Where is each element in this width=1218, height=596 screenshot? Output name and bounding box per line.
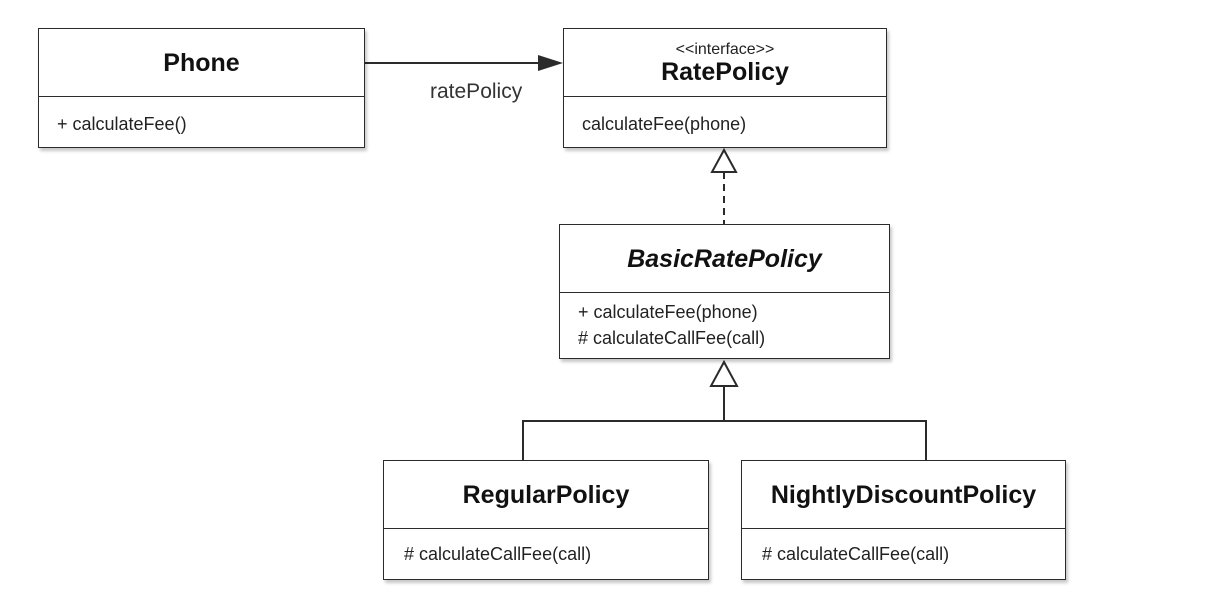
class-header: Phone xyxy=(39,29,364,97)
class-name: Phone xyxy=(163,48,240,77)
class-header: NightlyDiscountPolicy xyxy=(742,461,1065,529)
class-box-rate-policy: <<interface>> RatePolicy calculateFee(ph… xyxy=(563,28,887,148)
class-header: <<interface>> RatePolicy xyxy=(564,29,886,97)
realization-triangle-icon xyxy=(710,147,738,173)
class-name: BasicRatePolicy xyxy=(627,244,822,273)
class-name: RegularPolicy xyxy=(462,480,630,509)
generalization-triangle-icon xyxy=(709,359,739,387)
stereotype-label: <<interface>> xyxy=(675,40,775,58)
class-operations: calculateFee(phone) xyxy=(564,97,886,137)
operation: # calculateCallFee(call) xyxy=(762,544,950,564)
operation: calculateFee(phone) xyxy=(582,114,747,134)
class-name: NightlyDiscountPolicy xyxy=(770,480,1037,509)
association-arrowhead-icon xyxy=(538,55,563,71)
class-operations: # calculateCallFee(call) xyxy=(742,529,1065,567)
class-header: RegularPolicy xyxy=(384,461,708,529)
class-box-basic-rate-policy: BasicRatePolicy + calculateFee(phone) # … xyxy=(559,224,890,359)
class-operations: # calculateCallFee(call) xyxy=(384,529,708,567)
class-operations: + calculateFee(phone) # calculateCallFee… xyxy=(560,293,889,351)
class-box-regular-policy: RegularPolicy # calculateCallFee(call) xyxy=(383,460,709,580)
class-box-phone: Phone + calculateFee() xyxy=(38,28,365,148)
class-box-nightly-discount-policy: NightlyDiscountPolicy # calculateCallFee… xyxy=(741,460,1066,580)
class-name: RatePolicy xyxy=(661,57,789,86)
association-label: ratePolicy xyxy=(430,80,523,103)
operation: + calculateFee(phone) xyxy=(578,302,758,322)
class-header: BasicRatePolicy xyxy=(560,225,889,293)
operation: + calculateFee() xyxy=(57,114,187,134)
operation: # calculateCallFee(call) xyxy=(404,544,592,564)
class-operations: + calculateFee() xyxy=(39,97,364,137)
operation: # calculateCallFee(call) xyxy=(578,328,766,348)
